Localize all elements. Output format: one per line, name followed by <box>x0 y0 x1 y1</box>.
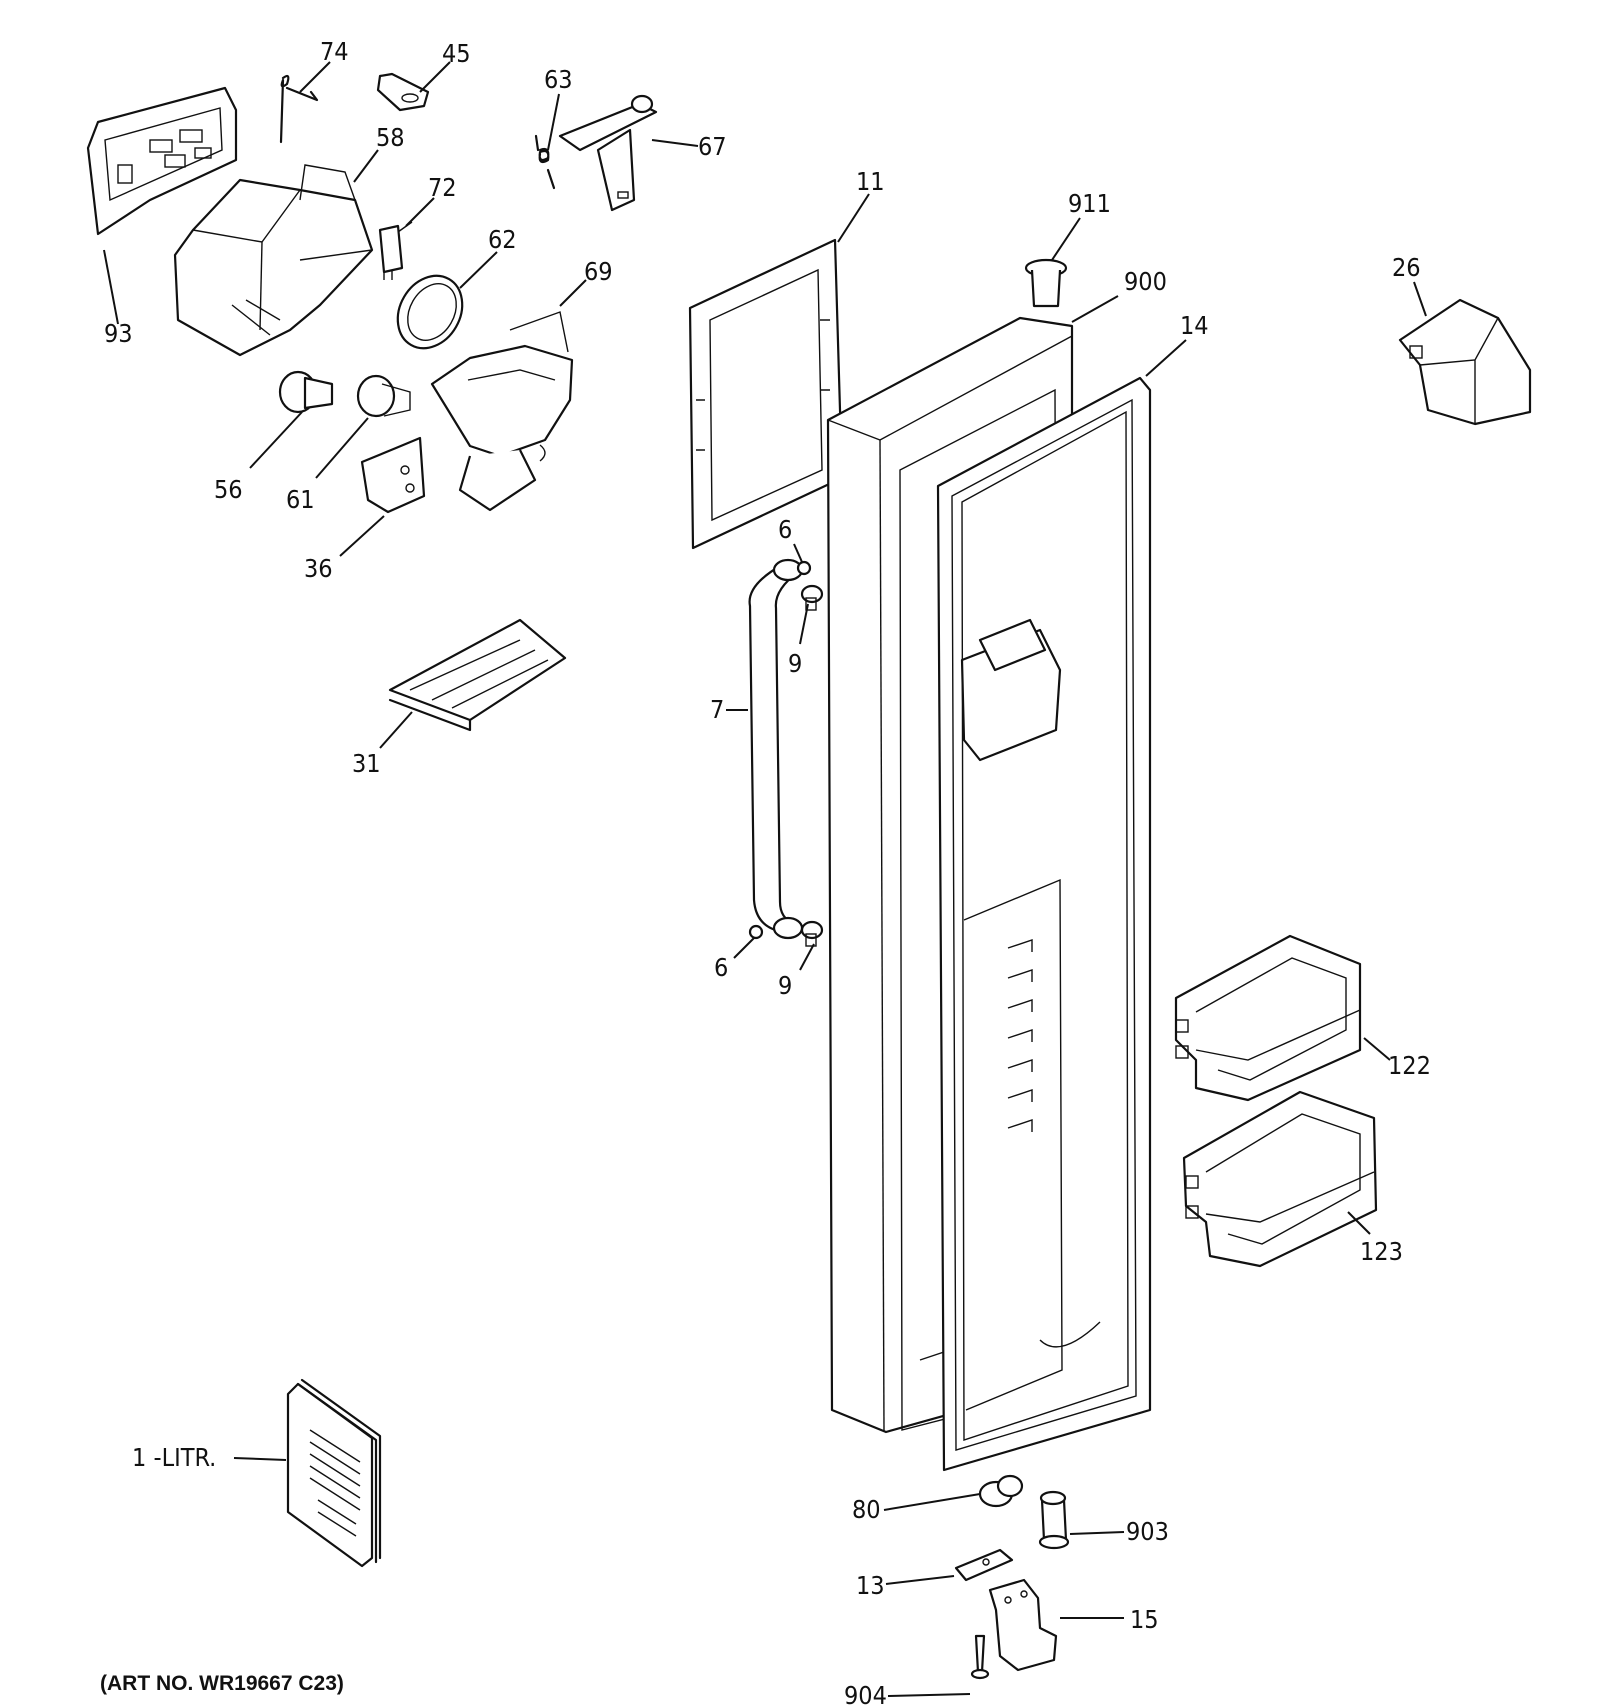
callout-74: 74 <box>320 37 349 66</box>
callout-122: 122 <box>1388 1051 1431 1080</box>
part-14-gasket <box>936 376 1152 1472</box>
part-13-shim <box>954 1548 1014 1582</box>
callout-45: 45 <box>442 39 471 68</box>
part-69-chute <box>430 311 574 512</box>
callout-9-top: 9 <box>788 649 802 678</box>
callout-903: 903 <box>1126 1517 1169 1546</box>
part-80-plug <box>978 1474 1024 1508</box>
callout-9-bottom: 9 <box>778 971 792 1000</box>
callout-26: 26 <box>1392 253 1421 282</box>
callout-6-bottom: 6 <box>714 953 728 982</box>
part-15-hinge <box>988 1578 1058 1672</box>
callout-56: 56 <box>214 475 243 504</box>
callout-72: 72 <box>428 173 457 202</box>
part-72-switch <box>378 221 413 280</box>
part-904-screw <box>970 1634 990 1680</box>
callout-36: 36 <box>304 554 333 583</box>
part-6-screw-top <box>796 560 812 576</box>
callout-15: 15 <box>1130 1605 1159 1634</box>
part-62-ring <box>396 274 464 350</box>
callout-67: 67 <box>698 132 727 161</box>
callout-911: 911 <box>1068 189 1111 218</box>
callout-93: 93 <box>104 319 133 348</box>
part-63-spring <box>534 134 556 190</box>
part-74-spring <box>279 74 319 144</box>
part-11-dispenser-frame <box>688 238 844 550</box>
callout-62: 62 <box>488 225 517 254</box>
callout-11: 11 <box>856 167 885 196</box>
part-123-bin <box>1182 1090 1378 1268</box>
leader-lines <box>103 61 1427 1697</box>
callout-69: 69 <box>584 257 613 286</box>
callout-80: 80 <box>852 1495 881 1524</box>
part-1-literature <box>286 1378 382 1568</box>
part-9-stud-top <box>800 584 824 611</box>
callout-7: 7 <box>710 695 724 724</box>
callout-123: 123 <box>1360 1237 1403 1266</box>
part-61-socket <box>356 374 411 418</box>
part-31-drip-tray <box>388 618 567 732</box>
part-903-bushing <box>1038 1490 1070 1550</box>
part-7-handle <box>748 558 804 940</box>
part-93-control-panel <box>86 86 238 236</box>
callout-1-litr: 1 -LITR. <box>132 1443 216 1472</box>
art-number: (ART NO. WR19667 C23) <box>100 1672 344 1695</box>
part-6-screw-bottom <box>748 924 764 940</box>
part-58-housing <box>173 164 374 357</box>
part-122-bin <box>1174 934 1362 1102</box>
callout-63: 63 <box>544 65 573 94</box>
callout-6-top: 6 <box>778 515 792 544</box>
part-56-bulb <box>278 370 334 414</box>
callout-61: 61 <box>286 485 315 514</box>
part-36-bracket <box>360 436 426 514</box>
callout-904: 904 <box>844 1681 887 1707</box>
shelf-clips <box>1007 939 1033 1132</box>
callout-14: 14 <box>1180 311 1209 340</box>
callout-31: 31 <box>352 749 381 778</box>
part-9-stud-bottom <box>800 920 824 947</box>
part-911-bushing <box>1024 258 1068 308</box>
callout-58: 58 <box>376 123 405 152</box>
part-26-cover <box>1398 298 1532 426</box>
callout-900: 900 <box>1124 267 1167 296</box>
part-67-lever <box>558 94 658 212</box>
part-45-bracket <box>376 72 430 112</box>
callout-13: 13 <box>856 1571 885 1600</box>
